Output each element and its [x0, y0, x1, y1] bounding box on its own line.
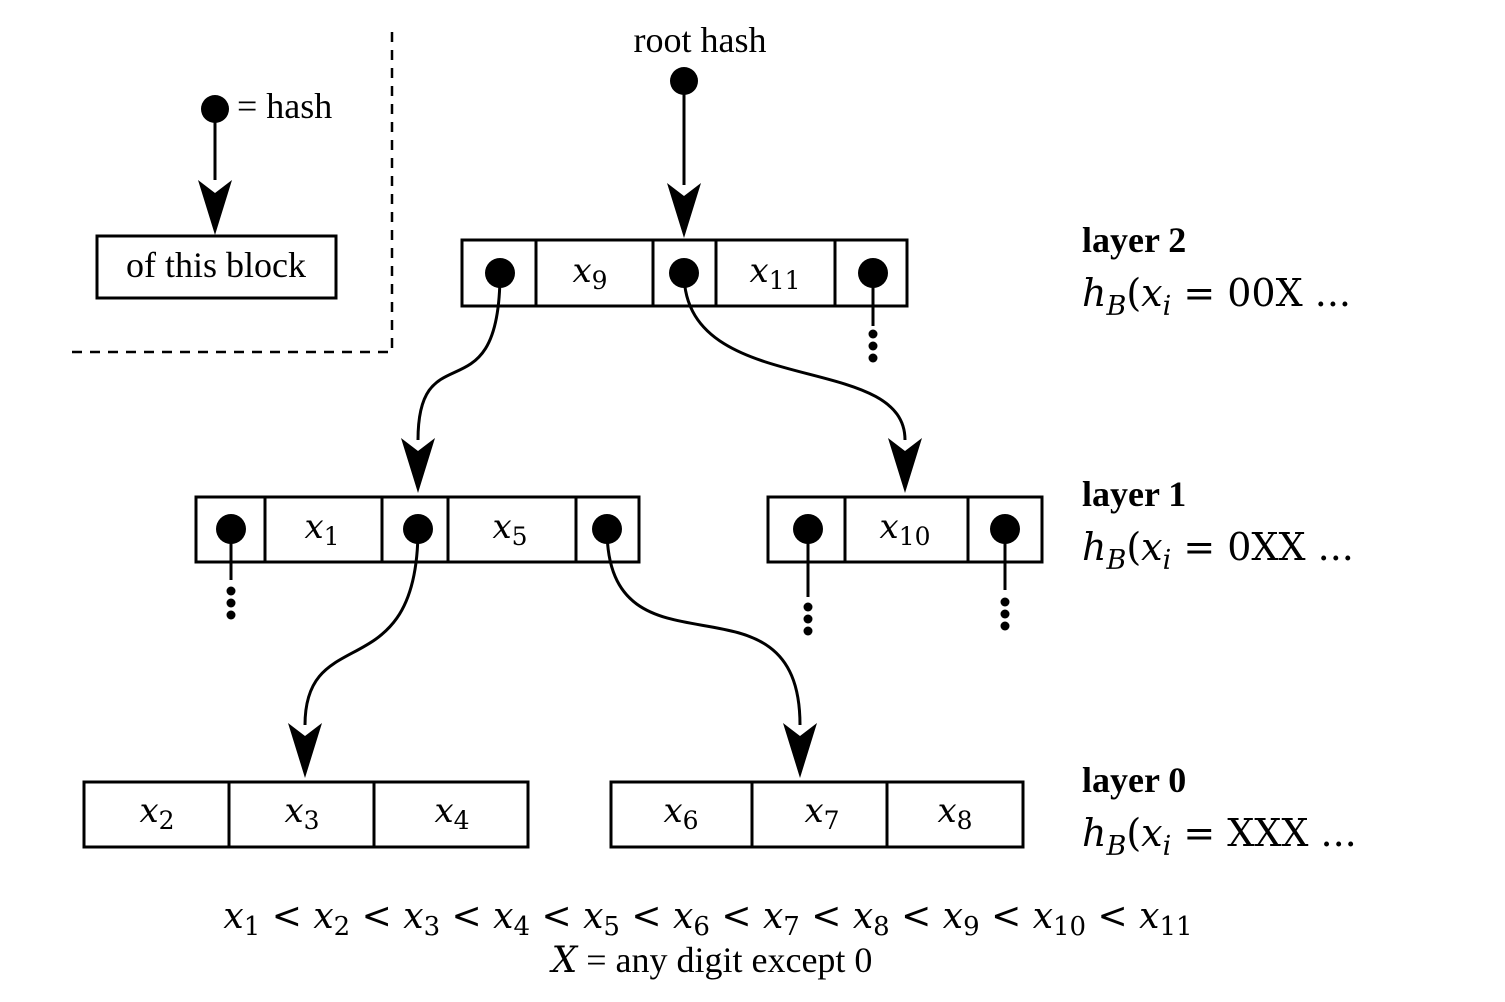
- layer2-continuation-dots-icon: [868, 329, 878, 363]
- legend-hash-label: = hash: [237, 86, 332, 126]
- ordering-key-var: x: [853, 896, 873, 937]
- layer-1-formula: hB(xi = 0XX ...: [1082, 525, 1354, 576]
- ordering-key-var: x: [1033, 896, 1053, 937]
- ordering-key-var: x: [313, 896, 333, 937]
- ordering-key-subscript: 2: [334, 912, 351, 942]
- layer-labels: layer 2 hB(xi = 00X ... layer 1 hB(xi = …: [1082, 220, 1357, 862]
- layer1-left-key-0: x1: [304, 507, 339, 551]
- layer-1-title: layer 1: [1082, 474, 1186, 514]
- ordering-key-subscript: 11: [1159, 912, 1192, 942]
- root: root hash: [634, 20, 767, 238]
- key-ordering: x1 < x2 < x3 < x4 < x5 < x6 < x7 < x8 < …: [223, 896, 1192, 942]
- edge-layer1-left-to-layer0-right: [605, 528, 802, 726]
- ordering-less-than: <: [620, 896, 673, 937]
- layer1-right-continuation-dots-left-icon: [803, 602, 813, 636]
- legend-dashed-border: [66, 32, 394, 354]
- layer1-left-continuation-dots-icon: [226, 586, 236, 620]
- layer-2-title: layer 2: [1082, 220, 1186, 260]
- edges: [288, 272, 922, 778]
- legend: = hash of this block: [66, 32, 394, 354]
- footnote-variable: X: [549, 940, 579, 981]
- layer2-key-1: x11: [750, 251, 801, 295]
- layer-0-label: layer 0 hB(xi = XXX ...: [1082, 760, 1357, 862]
- ordering-key-var: x: [403, 896, 423, 937]
- layer2-key-0: x9: [572, 251, 607, 295]
- ordering-key-subscript: 5: [603, 912, 620, 942]
- ordering-key-subscript: 6: [693, 912, 710, 942]
- ordering-less-than: <: [980, 896, 1033, 937]
- legend-block-box: [95, 234, 338, 300]
- ordering-key-subscript: 7: [783, 912, 800, 942]
- ordering-key-var: x: [673, 896, 693, 937]
- layer0-left-node-box: [82, 780, 530, 849]
- layer-2-formula: hB(xi = 00X ...: [1082, 271, 1351, 322]
- layer1-right-key-0: x10: [880, 507, 931, 551]
- layer-0-formula: hB(xi = XXX ...: [1082, 811, 1357, 862]
- layer0-left-key-0: x2: [139, 791, 174, 835]
- ordering-key-subscript: 8: [873, 912, 890, 942]
- ordering-less-than: <: [710, 896, 763, 937]
- footnote: X = any digit except 0: [549, 940, 873, 981]
- ordering-less-than: <: [260, 896, 313, 937]
- legend-arrowhead-icon: [198, 180, 232, 235]
- ordering-key-var: x: [493, 896, 513, 937]
- layer0-right-key-2: x8: [937, 791, 972, 835]
- ordering-less-than: <: [350, 896, 403, 937]
- layer0-right-key-0: x6: [663, 791, 698, 835]
- ordering-key-subscript: 3: [424, 912, 441, 942]
- layer1-right-node: x10: [766, 495, 1044, 636]
- ordering-key-subscript: 9: [963, 912, 980, 942]
- layer0-left-key-1: x3: [284, 791, 319, 835]
- ordering-key-var: x: [1139, 896, 1159, 937]
- layer0-right-node: x6 x7 x8: [609, 780, 1025, 849]
- ordering-less-than: <: [800, 896, 853, 937]
- ordering-key-var: x: [223, 896, 243, 937]
- ordering-key-subscript: 4: [513, 912, 530, 942]
- edge-layer2-to-layer1-left: [416, 272, 502, 441]
- ordering-less-than: <: [530, 896, 583, 937]
- root-hash-label: root hash: [634, 20, 767, 60]
- ordering-key-var: x: [763, 896, 783, 937]
- edge-layer1-left-to-layer0-right-arrowhead-icon: [783, 723, 817, 778]
- layer0-right-node-box: [609, 780, 1025, 849]
- root-arrowhead-icon: [667, 183, 701, 238]
- edge-layer2-to-layer1-right-arrowhead-icon: [888, 438, 922, 493]
- layer0-right-key-1: x7: [804, 791, 839, 835]
- ordering-key-subscript: 10: [1053, 912, 1086, 942]
- layer0-left-node: x2 x3 x4: [82, 780, 530, 849]
- ordering-less-than: <: [890, 896, 943, 937]
- edge-layer2-to-layer1-right: [682, 272, 907, 441]
- layer2-node: x9 x11: [460, 238, 909, 363]
- layer-0-title: layer 0: [1082, 760, 1186, 800]
- footnote-text: = any digit except 0: [586, 940, 872, 980]
- edge-layer1-left-to-layer0-left: [303, 528, 420, 726]
- ordering-less-than: <: [440, 896, 493, 937]
- layer0-left-key-2: x4: [434, 791, 469, 835]
- ordering-less-than: <: [1086, 896, 1139, 937]
- ordering-key-var: x: [943, 896, 963, 937]
- layer-2-label: layer 2 hB(xi = 00X ...: [1082, 220, 1351, 322]
- layer1-left-key-1: x5: [492, 507, 527, 551]
- layer-1-label: layer 1 hB(xi = 0XX ...: [1082, 474, 1354, 576]
- ordering-key-subscript: 1: [244, 912, 261, 942]
- layer1-right-continuation-dots-right-icon: [1000, 597, 1010, 631]
- edge-layer1-left-to-layer0-left-arrowhead-icon: [288, 723, 322, 778]
- edge-layer2-to-layer1-left-arrowhead-icon: [401, 438, 435, 493]
- ordering-key-var: x: [583, 896, 603, 937]
- legend-block-label: of this block: [126, 245, 306, 285]
